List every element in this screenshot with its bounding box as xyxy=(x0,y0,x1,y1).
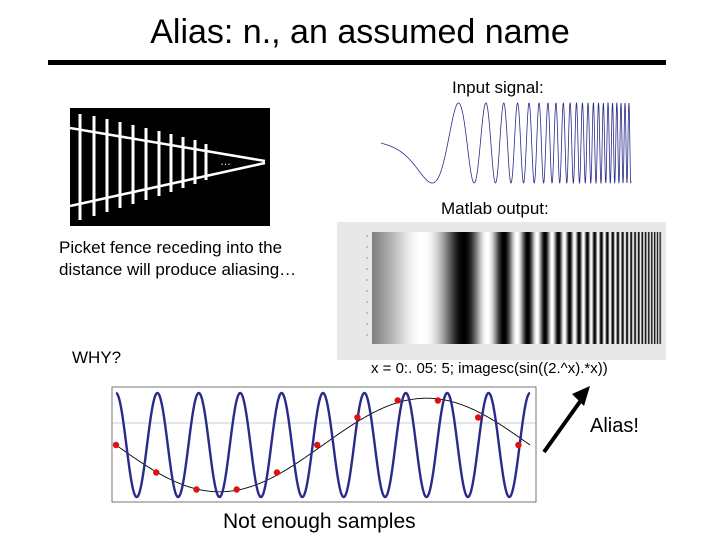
matlab-tick-mark xyxy=(366,246,368,248)
matlab-tick-mark xyxy=(366,323,368,325)
sample-point xyxy=(394,397,401,404)
sample-points xyxy=(112,397,522,493)
matlab-tick-mark xyxy=(366,301,368,303)
input-signal-plot xyxy=(380,101,632,185)
matlab-code: x = 0:. 05: 5; imagesc(sin((2.^x).*x)) xyxy=(371,360,608,377)
title-underline xyxy=(48,60,666,65)
matlab-tick-mark xyxy=(366,257,368,259)
picket-fence-image: … xyxy=(70,108,270,226)
sample-point xyxy=(434,397,442,404)
alias-label: Alias! xyxy=(590,415,639,437)
alias-line xyxy=(115,397,531,493)
sample-point xyxy=(233,486,240,493)
sample-point xyxy=(193,486,200,493)
matlab-output-image xyxy=(337,222,666,360)
fence-posts xyxy=(78,114,208,220)
sample-point xyxy=(273,469,281,476)
input-signal-line xyxy=(380,101,632,185)
alias-arrow xyxy=(542,386,590,454)
sample-point xyxy=(314,441,321,449)
matlab-output-label: Matlab output: xyxy=(441,199,549,218)
matlab-tick-mark xyxy=(366,268,368,270)
input-signal-label: Input signal: xyxy=(452,78,544,97)
matlab-tick-mark xyxy=(366,290,368,292)
matlab-tick-mark xyxy=(366,334,368,336)
matlab-tick-mark xyxy=(366,235,368,237)
sample-point xyxy=(515,441,522,449)
matlab-tick-mark xyxy=(366,279,368,281)
sample-point xyxy=(474,414,482,421)
fence-ellipsis: … xyxy=(220,156,231,168)
matlab-stripe-image xyxy=(372,232,662,344)
high-frequency-sine xyxy=(115,391,531,499)
fence-rails xyxy=(70,126,266,208)
sample-point xyxy=(153,469,160,476)
undersampled-sine-plot xyxy=(111,386,537,503)
picket-fence-caption: Picket fence receding into the distance … xyxy=(59,238,297,279)
sample-point xyxy=(112,441,120,449)
slide-title: Alias: n., an assumed name xyxy=(150,13,570,51)
why-question: WHY? xyxy=(72,348,122,367)
matlab-axis-ticks xyxy=(366,235,368,336)
arrow-head xyxy=(572,386,590,406)
matlab-tick-mark xyxy=(366,312,368,314)
sample-point xyxy=(354,414,361,421)
not-enough-samples-caption: Not enough samples xyxy=(223,510,416,533)
